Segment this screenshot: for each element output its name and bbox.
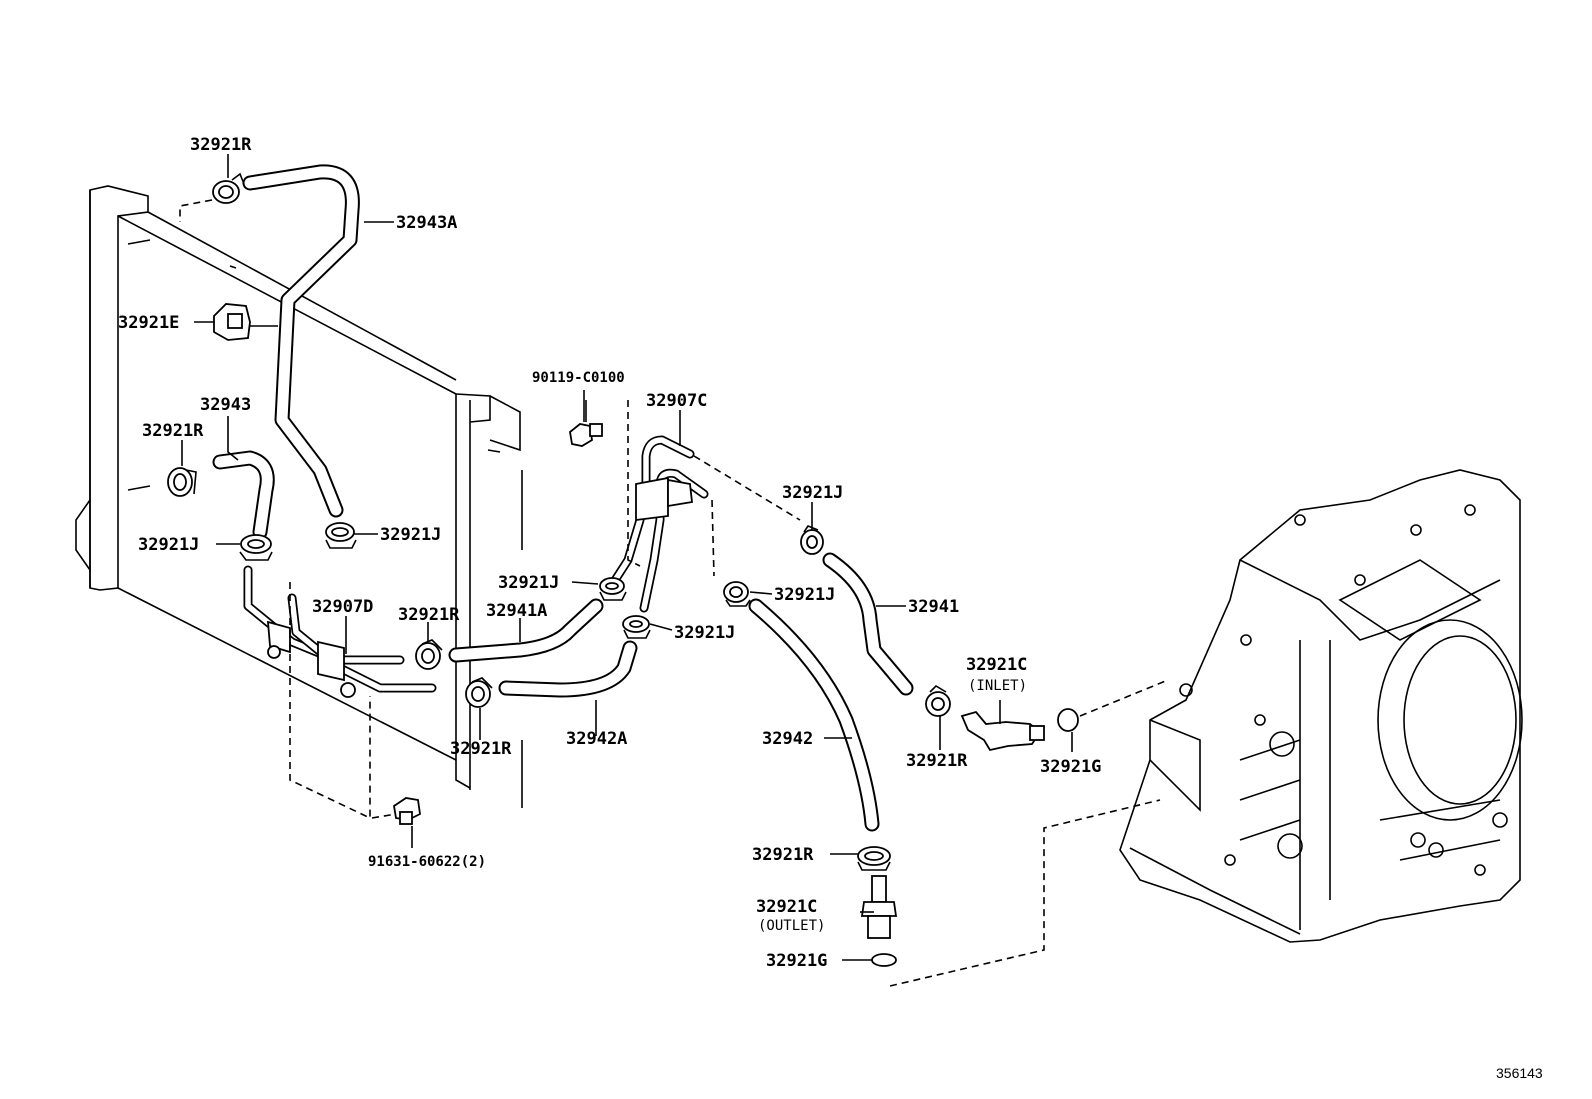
label-32907d[interactable]: 32907D [312,597,373,617]
label-32921r-center2[interactable]: 32921R [450,739,512,759]
label-32921r-top[interactable]: 32921R [190,135,252,155]
clamp-32921j-c1[interactable] [599,577,627,601]
hose-32943a[interactable] [242,164,360,518]
label-32921c-inlet[interactable]: 32921C [966,655,1027,675]
clamp-32921r-right[interactable] [925,684,951,717]
o-ring-32921g-right[interactable] [1057,708,1079,752]
label-32921r-right[interactable]: 32921R [906,751,968,771]
hose-32942[interactable] [748,598,880,832]
union-32921c-outlet[interactable] [860,875,898,939]
label-32921j-c3[interactable]: 32921J [774,585,835,605]
hose-32942a[interactable] [498,640,638,698]
label-32921c-outlet[interactable]: 32921C [756,897,817,917]
label-90119-c0100[interactable]: 90119-C0100 [532,370,625,386]
label-32942a[interactable]: 32942A [566,729,627,749]
transaxle-housing [1119,469,1523,943]
diagram-reference-number: 356143 [1496,1065,1543,1081]
o-ring-32921g-bottom[interactable] [871,953,897,967]
hose-32941a[interactable] [448,598,604,663]
label-32921r-bottom[interactable]: 32921R [752,845,814,865]
clamp-32921j-c3[interactable] [723,581,751,607]
label-32943a[interactable]: 32943A [396,213,457,233]
clamp-32921j-mid[interactable] [325,522,357,549]
label-32921r-center[interactable]: 32921R [398,605,460,625]
label-32941[interactable]: 32941 [908,597,959,617]
pipe-32907c[interactable] [605,435,709,613]
clamp-32921r-bottom[interactable] [857,846,891,871]
label-inlet: (INLET) [968,678,1027,694]
label-outlet: (OUTLET) [758,918,825,934]
label-32943[interactable]: 32943 [200,395,251,415]
hose-32941[interactable] [822,552,914,696]
clamp-32921r-left[interactable] [167,467,197,497]
label-32921r-left[interactable]: 32921R [142,421,204,441]
label-32921j-c2[interactable]: 32921J [674,623,735,643]
hose-32943[interactable] [212,450,275,540]
label-32907c[interactable]: 32907C [646,391,707,411]
label-32921j-r1[interactable]: 32921J [782,483,843,503]
leader-dashes [179,199,1169,987]
label-32921e[interactable]: 32921E [118,313,179,333]
clamp-32921j-r1[interactable] [800,525,824,555]
union-32921c-inlet[interactable] [960,700,1045,752]
clamp-32921j-left[interactable] [239,534,273,561]
clamp-32921r-center[interactable] [415,639,443,670]
label-91631-60622[interactable]: 91631-60622(2) [368,854,486,870]
label-32921j-c1[interactable]: 32921J [498,573,559,593]
label-32921j-left[interactable]: 32921J [138,535,199,555]
bolt-91631-60622[interactable] [393,797,421,848]
label-32941a[interactable]: 32941A [486,601,547,621]
label-32921g-right[interactable]: 32921G [1040,757,1101,777]
leader-lines [181,154,941,961]
label-32921j-mid[interactable]: 32921J [380,525,441,545]
clamp-32921r-center2[interactable] [465,677,493,708]
label-32942[interactable]: 32942 [762,729,813,749]
pipe-32907d[interactable] [243,565,437,698]
label-32921g-bottom[interactable]: 32921G [766,951,827,971]
part-labels: 32921R 32943A 32921E 32943 32921R 32921J… [118,135,1101,971]
clip-32921e[interactable] [213,303,278,341]
bolt-90119-c0100[interactable] [569,400,603,447]
clamp-32921r-top[interactable] [212,172,245,204]
clamp-32921j-c2[interactable] [622,615,651,639]
